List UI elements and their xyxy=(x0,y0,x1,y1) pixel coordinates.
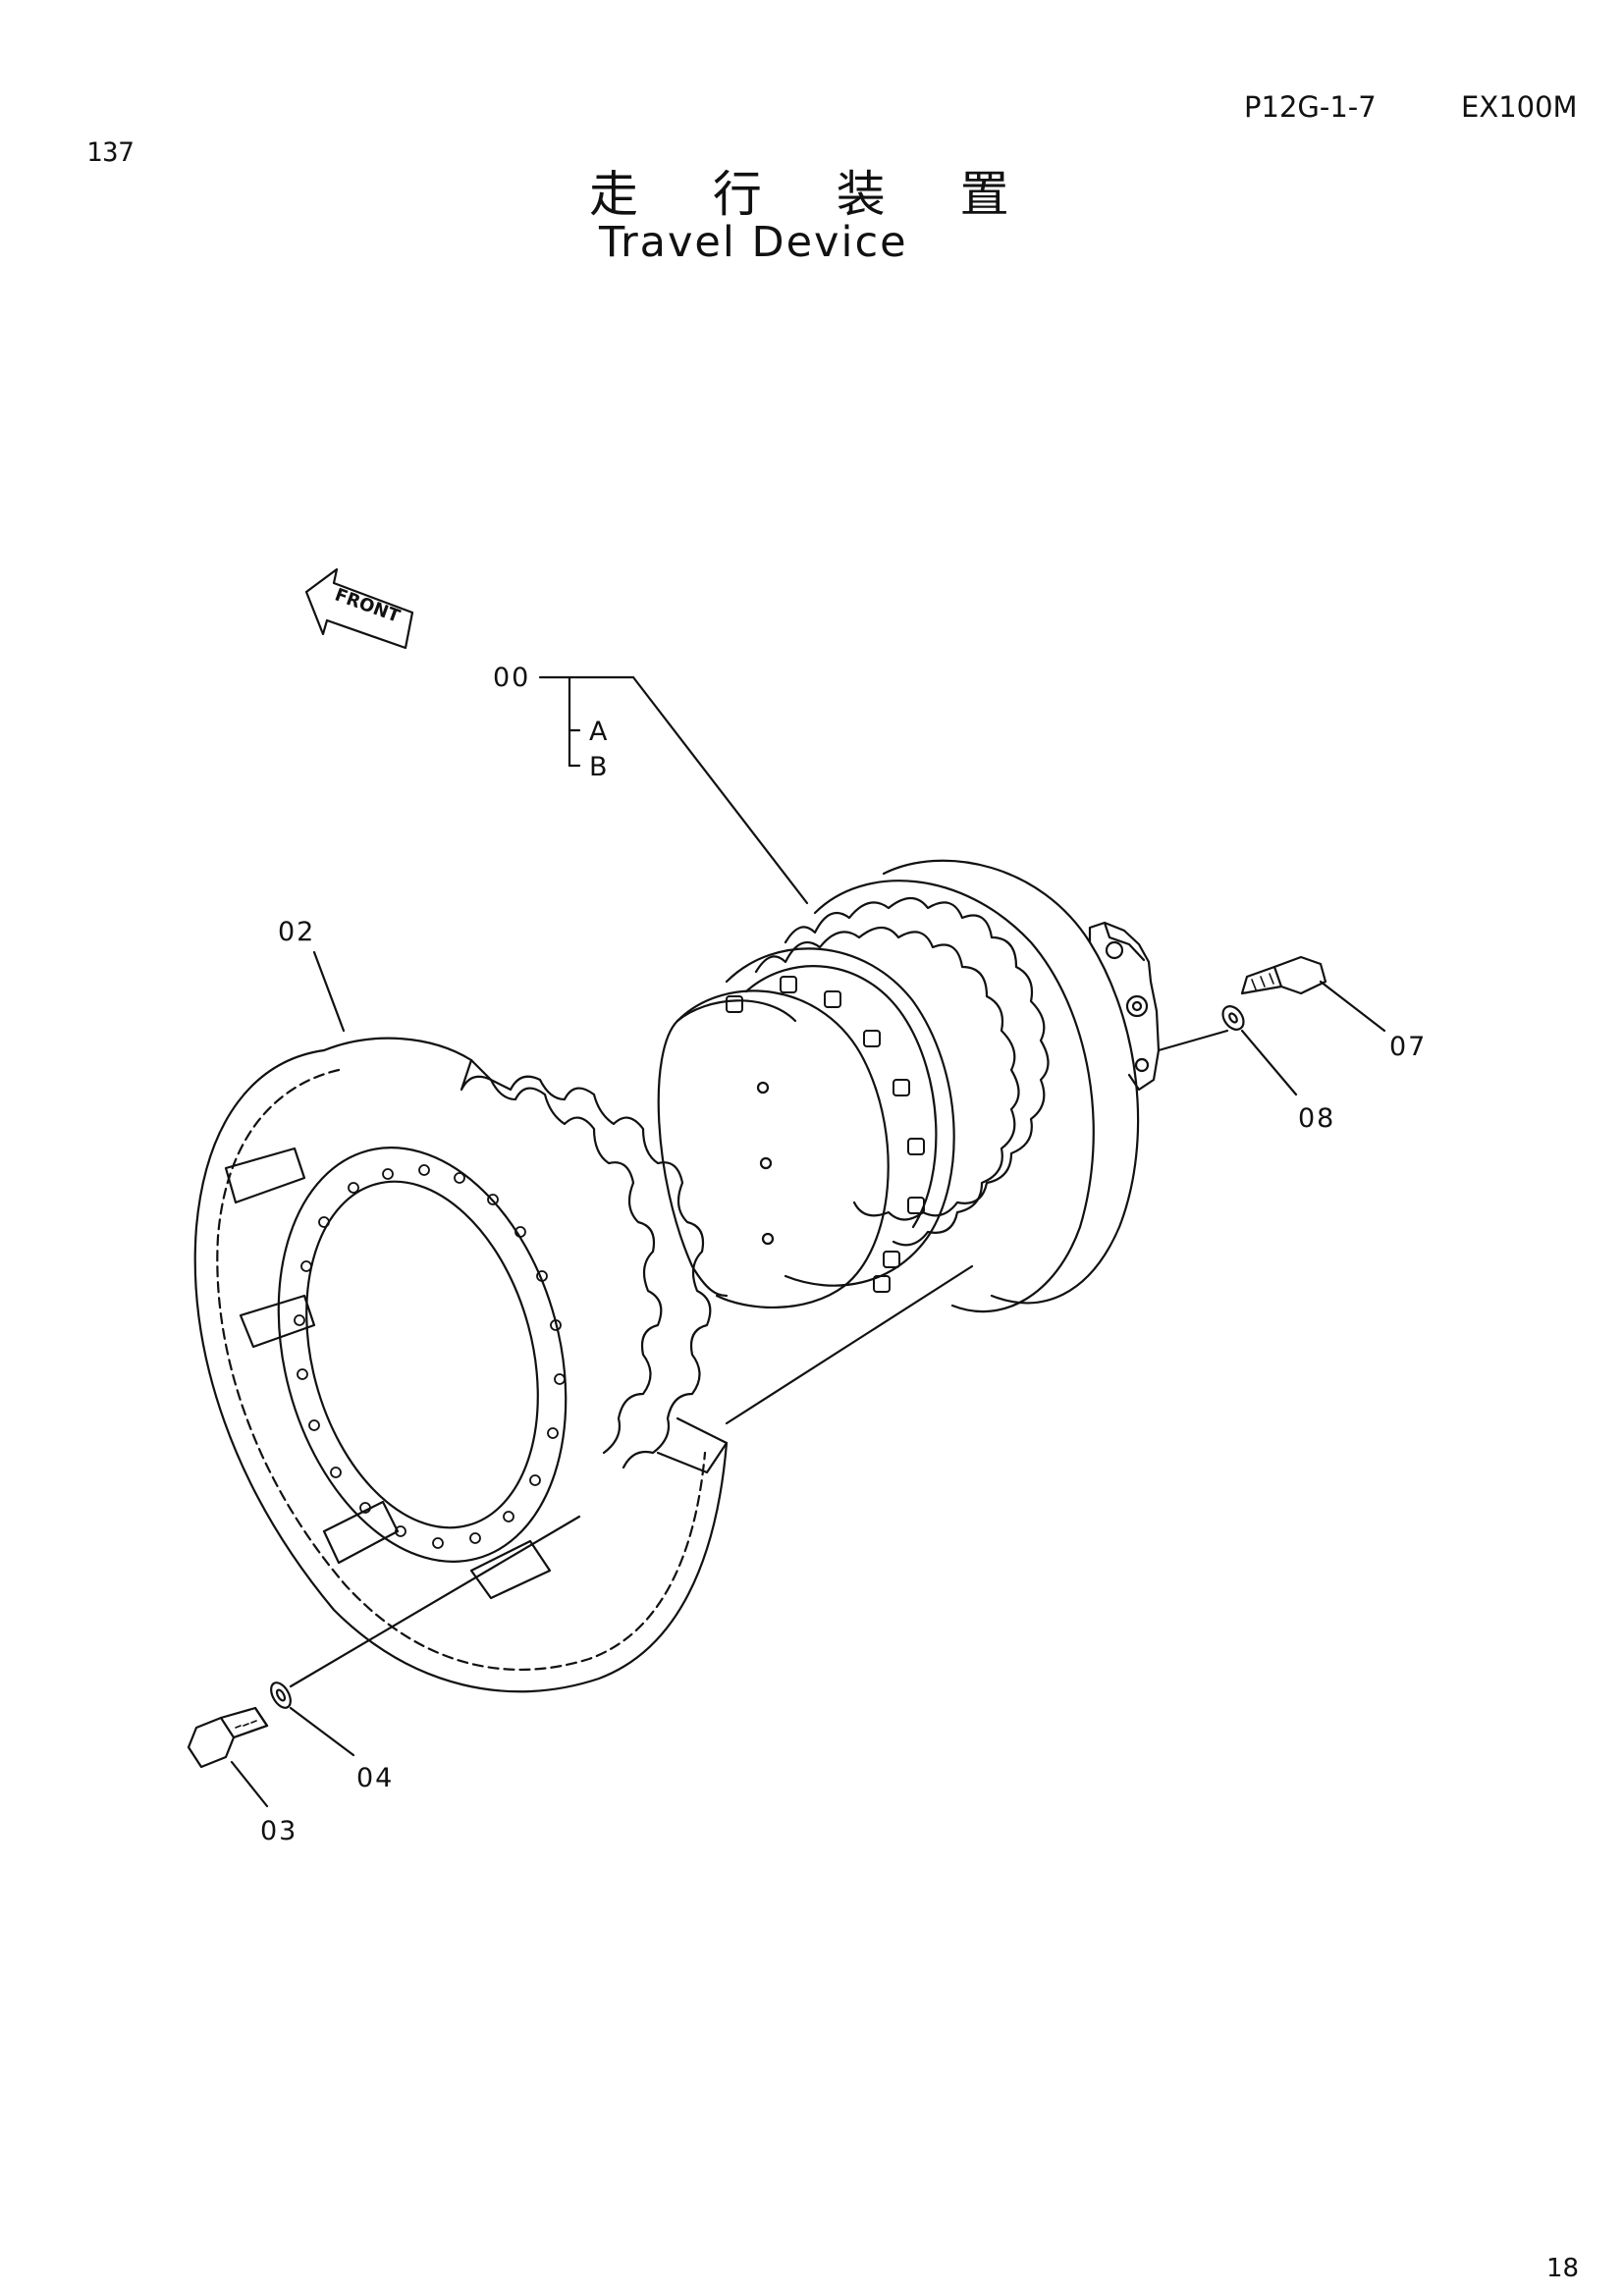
callout-00: 00 xyxy=(493,663,530,693)
callout-b: B xyxy=(589,752,610,782)
callout-04: 04 xyxy=(356,1763,394,1793)
washer-upper xyxy=(1221,1005,1245,1031)
page-number: 137 xyxy=(86,137,135,168)
washer-lower xyxy=(270,1682,292,1709)
assembly-callout xyxy=(538,675,809,905)
callout-02: 02 xyxy=(278,917,315,947)
callout-a: A xyxy=(589,717,609,747)
callout-03: 03 xyxy=(260,1816,298,1846)
travel-motor-assembly xyxy=(657,859,1229,1313)
callout-08: 08 xyxy=(1298,1103,1335,1134)
bolt-lower xyxy=(187,1706,269,1769)
bolt-upper xyxy=(1240,955,1327,995)
document-code: P12G-1-7 xyxy=(1244,90,1377,124)
title-english: Travel Device xyxy=(599,218,908,267)
title-japanese: 走 行 装 置 xyxy=(589,166,1039,223)
model-name: EX100M xyxy=(1461,90,1578,124)
front-arrow-icon: FRONT xyxy=(304,567,414,650)
callout-07: 07 xyxy=(1389,1032,1427,1062)
front-arrow-label: FRONT xyxy=(332,584,404,627)
sprocket-wheel xyxy=(193,1037,729,1693)
sheet-number: 18 xyxy=(1546,2254,1580,2283)
